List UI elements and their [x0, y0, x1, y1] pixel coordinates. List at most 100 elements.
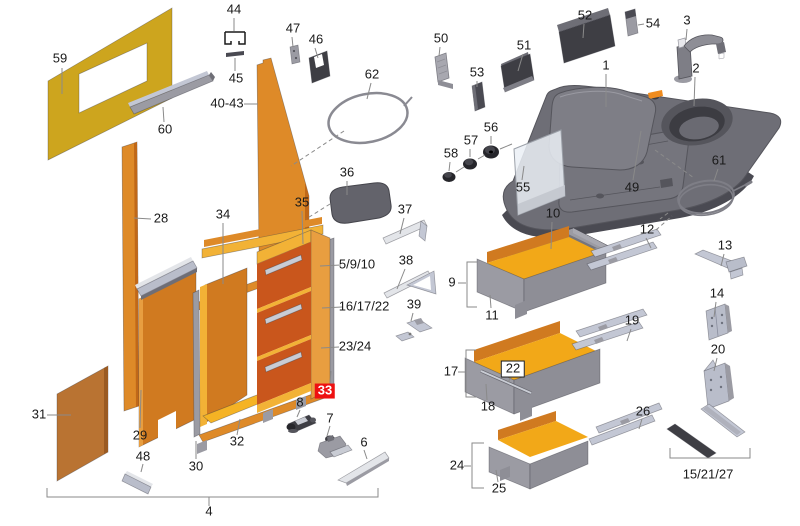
part-28-side-plank	[121, 141, 140, 412]
connector-line	[713, 357, 718, 372]
part-3-faucet	[674, 34, 726, 83]
connector-line	[140, 463, 144, 473]
connector-line	[448, 161, 451, 172]
connector-line	[363, 449, 368, 460]
connector-line	[314, 47, 319, 59]
part-24-25-drawer	[488, 411, 589, 490]
connector-line	[499, 143, 513, 150]
connector-line	[290, 130, 345, 167]
part-60-rail	[128, 71, 215, 115]
connector-line	[465, 349, 476, 398]
connector-line	[693, 76, 696, 107]
part-48-rail	[121, 471, 153, 495]
connector-line	[139, 389, 142, 429]
part-12-slide-rails	[586, 228, 662, 271]
part-14-hinge-block	[705, 303, 732, 341]
connector-line	[713, 301, 717, 318]
connector-line	[645, 237, 652, 249]
part-31-panel	[56, 365, 109, 482]
connector-line	[495, 469, 499, 483]
connector-line	[582, 23, 585, 39]
connector-line	[296, 409, 301, 418]
part-57-grommet	[463, 158, 477, 170]
connector-line	[632, 130, 642, 181]
part-44-clamp-icon	[224, 31, 246, 45]
part-61-cable-coil	[677, 179, 753, 217]
part-56-grommet	[483, 145, 499, 159]
part-1-lid	[548, 86, 657, 171]
part-6-blade	[337, 451, 390, 486]
part-37-angle-rail	[382, 219, 428, 245]
connector-line	[366, 82, 372, 100]
part-38-triangle-bracket	[383, 270, 437, 299]
connector-line	[659, 212, 669, 220]
connector-line	[521, 165, 525, 181]
connector-line	[236, 418, 241, 436]
connector-line	[626, 328, 632, 342]
part-53-piece	[471, 81, 486, 112]
connector-line	[654, 149, 695, 179]
connector-line	[720, 253, 725, 267]
connector-line	[669, 448, 751, 459]
part-8-roller	[286, 414, 317, 433]
part-29-side-panel	[138, 270, 197, 448]
connector-line	[320, 346, 340, 349]
connector-line	[685, 28, 688, 41]
part-50-angle-bracket	[434, 52, 453, 89]
connector-line	[396, 268, 406, 290]
part-26-slide-rails	[588, 402, 663, 446]
part-45-bar	[226, 51, 244, 57]
part-7-caster	[317, 435, 353, 459]
drawer-stack	[256, 229, 331, 423]
connector-line	[485, 383, 488, 401]
part-39-clips	[395, 318, 433, 342]
part-9-11-drawer	[476, 226, 607, 319]
connector-line	[477, 154, 486, 160]
connector-line	[410, 312, 414, 322]
connector-line	[133, 217, 152, 220]
connector-line	[455, 166, 465, 173]
connector-line	[637, 23, 645, 26]
part-62-cable	[327, 91, 413, 145]
part-47-plate	[289, 44, 301, 65]
drawer-handle	[264, 303, 303, 325]
part-19-slide-rails	[571, 308, 648, 351]
drawer-handle	[264, 351, 303, 373]
connector-line	[466, 261, 477, 308]
connector-line	[655, 215, 673, 231]
part-52-channel	[557, 8, 616, 64]
worktop-clip	[648, 90, 663, 99]
connector-line	[319, 264, 342, 267]
connector-line	[326, 425, 331, 437]
drawer-handle	[264, 254, 303, 276]
part-30-edge-strip	[192, 289, 201, 438]
part-58-grommet	[442, 172, 456, 182]
connector-line	[438, 46, 441, 57]
connector-line	[162, 106, 165, 123]
part-13-t-bracket	[694, 249, 748, 280]
part-54-plate	[624, 8, 639, 37]
connector-line	[46, 488, 379, 498]
part-34-divider	[200, 267, 248, 427]
connector-line	[550, 221, 553, 250]
cabinet-top-gray-rail	[135, 257, 198, 300]
connector-line	[329, 370, 332, 384]
connector-line	[471, 442, 484, 489]
connector-line	[291, 36, 294, 48]
connector-line	[305, 203, 331, 220]
connector-line	[517, 53, 524, 72]
connector-line	[489, 294, 492, 309]
connector-line	[713, 168, 719, 182]
part-46-u-bracket	[308, 50, 331, 84]
connector-line	[507, 375, 513, 383]
connector-line	[301, 210, 304, 245]
part-55-glass-panel	[513, 129, 566, 216]
connector-line	[399, 217, 405, 235]
connector-line	[638, 418, 643, 430]
part-2-sink-bowl	[661, 98, 733, 146]
part-35-back-frame	[201, 217, 324, 259]
part-15-21-27-bars	[666, 403, 746, 459]
